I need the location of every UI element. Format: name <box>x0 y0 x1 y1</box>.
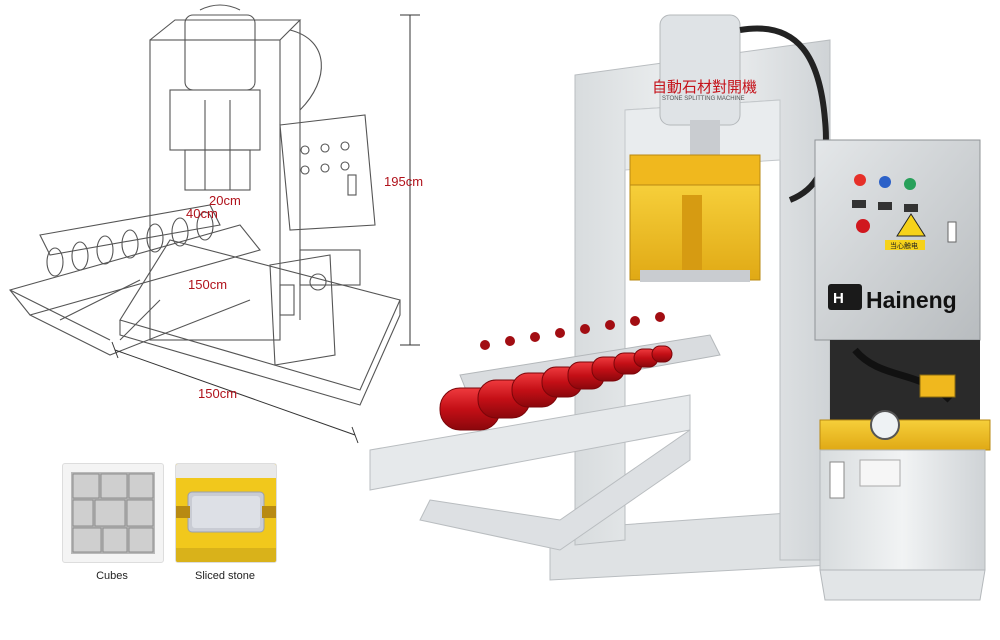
svg-text:H: H <box>833 290 844 307</box>
warning-label: 当心触电 <box>890 241 918 250</box>
brand-name: Haineng <box>866 287 957 313</box>
sample-cubes-caption: Cubes <box>96 570 128 582</box>
machine-line-sketch <box>9 4 420 444</box>
dim-depth-upper-label: 20cm <box>209 193 241 208</box>
head-label-cn: 自動石材對開機 <box>652 78 757 96</box>
sample-sliced-stone-caption: Sliced stone <box>195 570 255 582</box>
red-rollers <box>439 312 673 431</box>
dim-height-label: 195cm <box>384 174 424 189</box>
sample-sliced-stone-photo <box>175 463 277 563</box>
head-label-en: STONE SPLITTING MACHINE <box>662 96 745 102</box>
dim-width-mid-label: 150cm <box>188 277 228 292</box>
machine-photo: 自動石材對開機 STONE SPLITTING MACHINE <box>369 14 991 601</box>
sample-cubes-photo <box>62 463 164 563</box>
dim-width-base-label: 150cm <box>198 386 238 401</box>
dim-depth-lower-label: 40cm <box>186 206 218 221</box>
